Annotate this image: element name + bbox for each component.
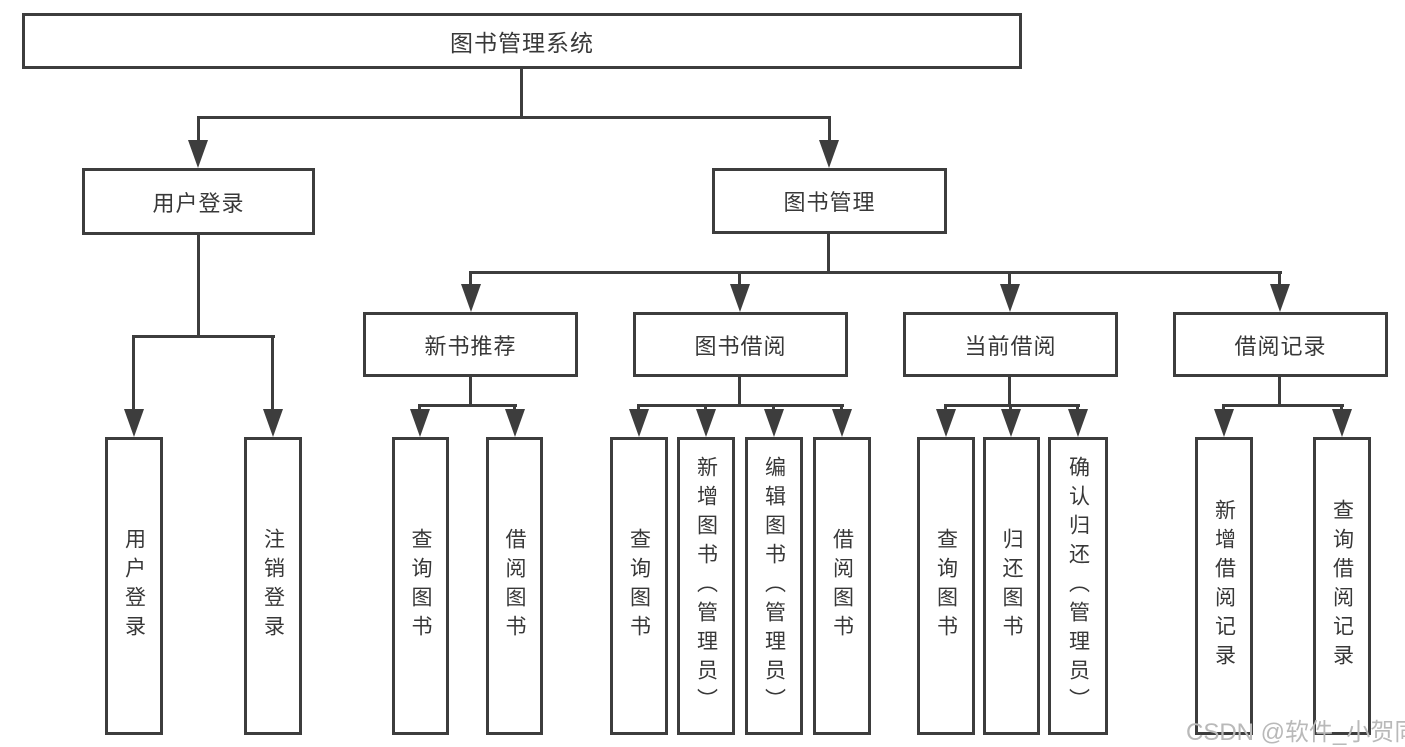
node-user-login-label: 用户登录 [152,190,245,216]
arrowhead-down-icon [188,140,208,168]
leaf-query-borrow-record: 查询借阅记录 [1313,437,1371,735]
connector-line [1222,404,1344,407]
node-book-borrow: 图书借阅 [633,312,848,377]
connector-line [513,404,516,411]
node-book-management-label: 图书管理 [783,190,876,215]
connector-line [132,335,135,411]
connector-line [738,271,741,286]
arrowhead-down-icon [764,409,784,437]
arrowhead-down-icon [263,409,283,437]
arrowhead-down-icon [1068,409,1088,437]
leaf-borrow-books-1: 借阅图书 [486,437,543,735]
leaf-add-book-admin: 新增图书（管理员） [677,437,735,735]
node-borrow-records-label: 借阅记录 [1234,333,1327,359]
leaf-borrow-books-2: 借阅图书 [813,437,871,735]
leaf-add-book-admin-label: 新增图书（管理员） [694,455,718,717]
arrowhead-down-icon [505,409,525,437]
arrowhead-down-icon [124,409,144,437]
connector-line [197,234,200,338]
connector-line [1008,271,1011,286]
connector-line [418,404,421,411]
node-new-book-recommend: 新书推荐 [363,312,578,377]
leaf-logout: 注销登录 [244,437,302,735]
leaf-borrow-books-1-label: 借阅图书 [503,528,526,644]
connector-line [1009,404,1012,411]
node-current-borrow-label: 当前借阅 [964,333,1057,359]
arrowhead-down-icon [461,284,481,312]
connector-line [271,335,274,411]
arrowhead-down-icon [410,409,430,437]
leaf-query-books-2: 查询图书 [610,437,668,735]
leaf-query-books-1: 查询图书 [392,437,449,735]
node-system-root: 图书管理系统 [22,13,1022,69]
connector-line [637,404,640,411]
connector-line [1278,271,1281,286]
node-book-management: 图书管理 [712,168,947,234]
arrowhead-down-icon [696,409,716,437]
leaf-edit-book-admin-label: 编辑图书（管理员） [762,455,786,717]
leaf-query-books-2-label: 查询图书 [627,528,651,644]
node-new-book-recommend-label: 新书推荐 [424,333,517,359]
leaf-user-login: 用户登录 [105,437,163,735]
node-system-root-label: 图书管理系统 [450,30,594,56]
leaf-borrow-books-2-label: 借阅图书 [830,528,854,644]
connector-line [827,232,830,274]
arrowhead-down-icon [1001,409,1021,437]
connector-line [197,116,831,119]
connector-line [469,376,472,407]
leaf-query-borrow-record-label: 查询借阅记录 [1330,499,1354,673]
arrowhead-down-icon [832,409,852,437]
connector-line [469,271,472,286]
arrowhead-down-icon [819,140,839,168]
connector-line [133,335,275,338]
connector-line [1008,376,1011,407]
connector-line [418,404,517,407]
connector-line [828,116,831,142]
connector-line [944,404,947,411]
arrowhead-down-icon [629,409,649,437]
node-user-login: 用户登录 [82,168,315,235]
arrowhead-down-icon [1000,284,1020,312]
connector-line [197,116,200,142]
connector-line [1222,404,1225,411]
node-borrow-records: 借阅记录 [1173,312,1388,377]
csdn-watermark: CSDN @软件_小贺同学 [1186,719,1405,746]
arrowhead-down-icon [936,409,956,437]
leaf-logout-label: 注销登录 [261,528,285,644]
connector-line [704,404,707,411]
connector-line [738,376,741,407]
leaf-edit-book-admin: 编辑图书（管理员） [745,437,803,735]
connector-line [520,68,523,118]
connector-line [637,404,844,407]
leaf-return-book: 归还图书 [983,437,1040,735]
connector-line [1278,376,1281,407]
arrowhead-down-icon [1214,409,1234,437]
connector-line [469,271,1282,274]
leaf-add-borrow-record-label: 新增借阅记录 [1212,499,1236,673]
leaf-query-books-3-label: 查询图书 [934,528,958,644]
leaf-query-books-3: 查询图书 [917,437,975,735]
connector-line [772,404,775,411]
connector-line [840,404,843,411]
connector-line [1076,404,1079,411]
leaf-query-books-1-label: 查询图书 [409,528,432,644]
arrowhead-down-icon [730,284,750,312]
node-book-borrow-label: 图书借阅 [694,333,787,359]
leaf-return-book-label: 归还图书 [1000,528,1023,644]
arrowhead-down-icon [1332,409,1352,437]
arrowhead-down-icon [1270,284,1290,312]
connector-line [1340,404,1343,411]
leaf-user-login-label: 用户登录 [122,528,146,644]
node-current-borrow: 当前借阅 [903,312,1118,377]
leaf-confirm-return-admin: 确认归还（管理员） [1048,437,1108,735]
connector-line [944,404,1080,407]
leaf-confirm-return-admin-label: 确认归还（管理员） [1066,455,1090,717]
leaf-add-borrow-record: 新增借阅记录 [1195,437,1253,735]
